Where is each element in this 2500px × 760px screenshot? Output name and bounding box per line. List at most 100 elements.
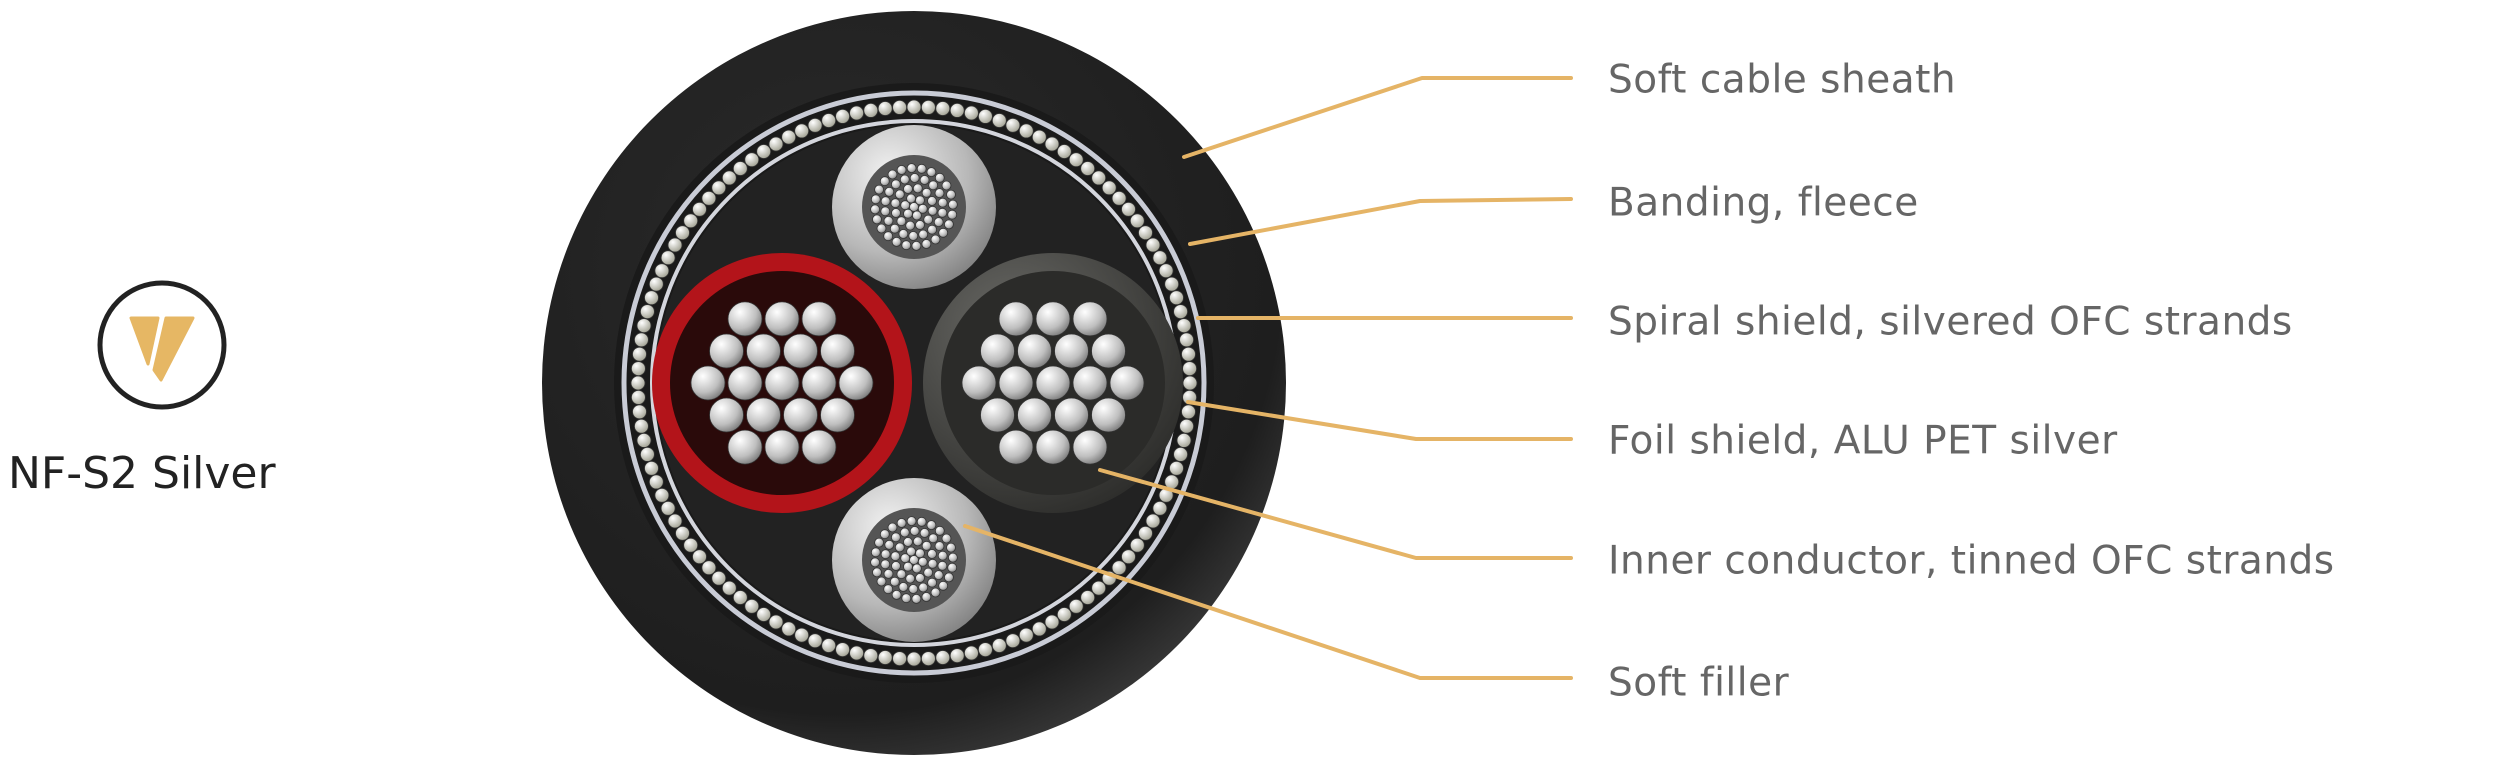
fine-strand (908, 584, 919, 594)
fine-strand (918, 582, 929, 593)
fine-strand (934, 525, 945, 536)
fine-strand (912, 563, 922, 574)
fine-strand (933, 217, 944, 228)
conductor-strand (820, 397, 855, 433)
fine-strand (900, 553, 911, 564)
fine-strand (896, 216, 907, 227)
fine-strand (889, 223, 900, 234)
fine-strand (927, 224, 937, 235)
shield-strand (1101, 180, 1117, 196)
fine-strand (889, 576, 900, 587)
fine-strand (927, 558, 938, 569)
fine-strand (906, 163, 917, 174)
shield-strand (949, 103, 965, 118)
conductor-strand (1035, 365, 1071, 401)
shield-strand (732, 590, 748, 605)
conductor-strand (998, 429, 1034, 465)
shield-strand (756, 607, 772, 622)
fine-strand (883, 215, 894, 226)
shield-strand (1138, 525, 1153, 541)
conductor-strand (1017, 397, 1052, 433)
fine-strand (937, 197, 948, 208)
fine-strand (947, 209, 958, 220)
shield-strand (768, 614, 784, 630)
fine-strand (879, 176, 890, 187)
conductor-strand (764, 301, 800, 337)
shield-strand (892, 100, 907, 115)
fine-strand (927, 577, 937, 588)
fine-strand (911, 594, 922, 604)
shield-strand (821, 113, 837, 128)
label-inner-conductor: Inner conductor, tinned OFC strands (1608, 538, 2335, 584)
conductor-strand (783, 397, 818, 433)
shield-strand (1044, 136, 1060, 152)
shield-strand (630, 375, 646, 391)
shield-strand (978, 642, 993, 657)
shield-strand (1179, 332, 1194, 348)
fine-strand (934, 188, 945, 199)
shield-strand (1091, 170, 1107, 186)
shield-strand (744, 152, 760, 168)
shield-strand (1056, 144, 1072, 159)
shield-strand (640, 446, 655, 462)
shield-strand (683, 213, 699, 229)
shield-strand (935, 650, 951, 665)
fine-strand (927, 205, 938, 216)
spiral-shield-strands (630, 99, 1198, 667)
shield-strand (683, 537, 699, 553)
fine-strand (898, 229, 909, 239)
fine-strand (912, 183, 923, 194)
shield-strand (1129, 213, 1145, 229)
fine-strand (915, 548, 925, 559)
fine-strand (879, 529, 890, 540)
shield-strand (1181, 404, 1196, 420)
conductor-strand (727, 429, 763, 465)
fine-strand (874, 184, 884, 195)
fine-strand (934, 541, 945, 551)
fine-strand (915, 195, 925, 206)
shield-strand (949, 648, 965, 663)
fine-strand (908, 231, 919, 241)
shield-strand (636, 432, 652, 448)
fine-strand (916, 516, 927, 527)
shield-strand (877, 650, 893, 665)
shield-strand (906, 99, 922, 115)
conductor-strand (746, 397, 781, 433)
shield-strand (634, 332, 649, 348)
shield-strand (1044, 614, 1060, 630)
shield-strand (632, 404, 647, 420)
conductor-red (652, 253, 912, 513)
conductor-strand (1072, 301, 1108, 337)
shield-strand (1111, 190, 1127, 206)
fine-strand (903, 561, 913, 572)
shield-strand (667, 513, 683, 529)
shield-strand (648, 474, 664, 490)
leader-line-inner-conductor (1098, 468, 1573, 560)
label-soft-cable-sheath: Soft cable sheath (1608, 57, 1957, 103)
fine-strand (941, 180, 952, 191)
conductor-strand (1035, 429, 1071, 465)
shield-strand (768, 136, 784, 152)
shield-strand (1173, 446, 1188, 462)
fine-strand (891, 590, 902, 600)
fine-strand (944, 219, 954, 230)
fine-strand (915, 220, 925, 230)
fine-strand (872, 567, 882, 578)
fine-strand (927, 549, 937, 559)
fine-strand (906, 193, 916, 204)
logo-v-left-icon (129, 316, 160, 366)
conductor-strand (801, 429, 837, 465)
fine-strand (946, 542, 956, 553)
fine-strand (928, 533, 939, 544)
fine-strand (911, 240, 922, 251)
fine-strand (921, 187, 932, 198)
fine-strand (926, 520, 937, 530)
fine-strand (948, 199, 958, 210)
fine-strand (923, 214, 934, 225)
fine-strand (941, 533, 952, 544)
fine-strand (909, 173, 920, 183)
fine-strand (891, 532, 901, 543)
fine-strand (905, 220, 916, 231)
fine-strand (927, 196, 937, 206)
shield-strand (1176, 432, 1192, 448)
